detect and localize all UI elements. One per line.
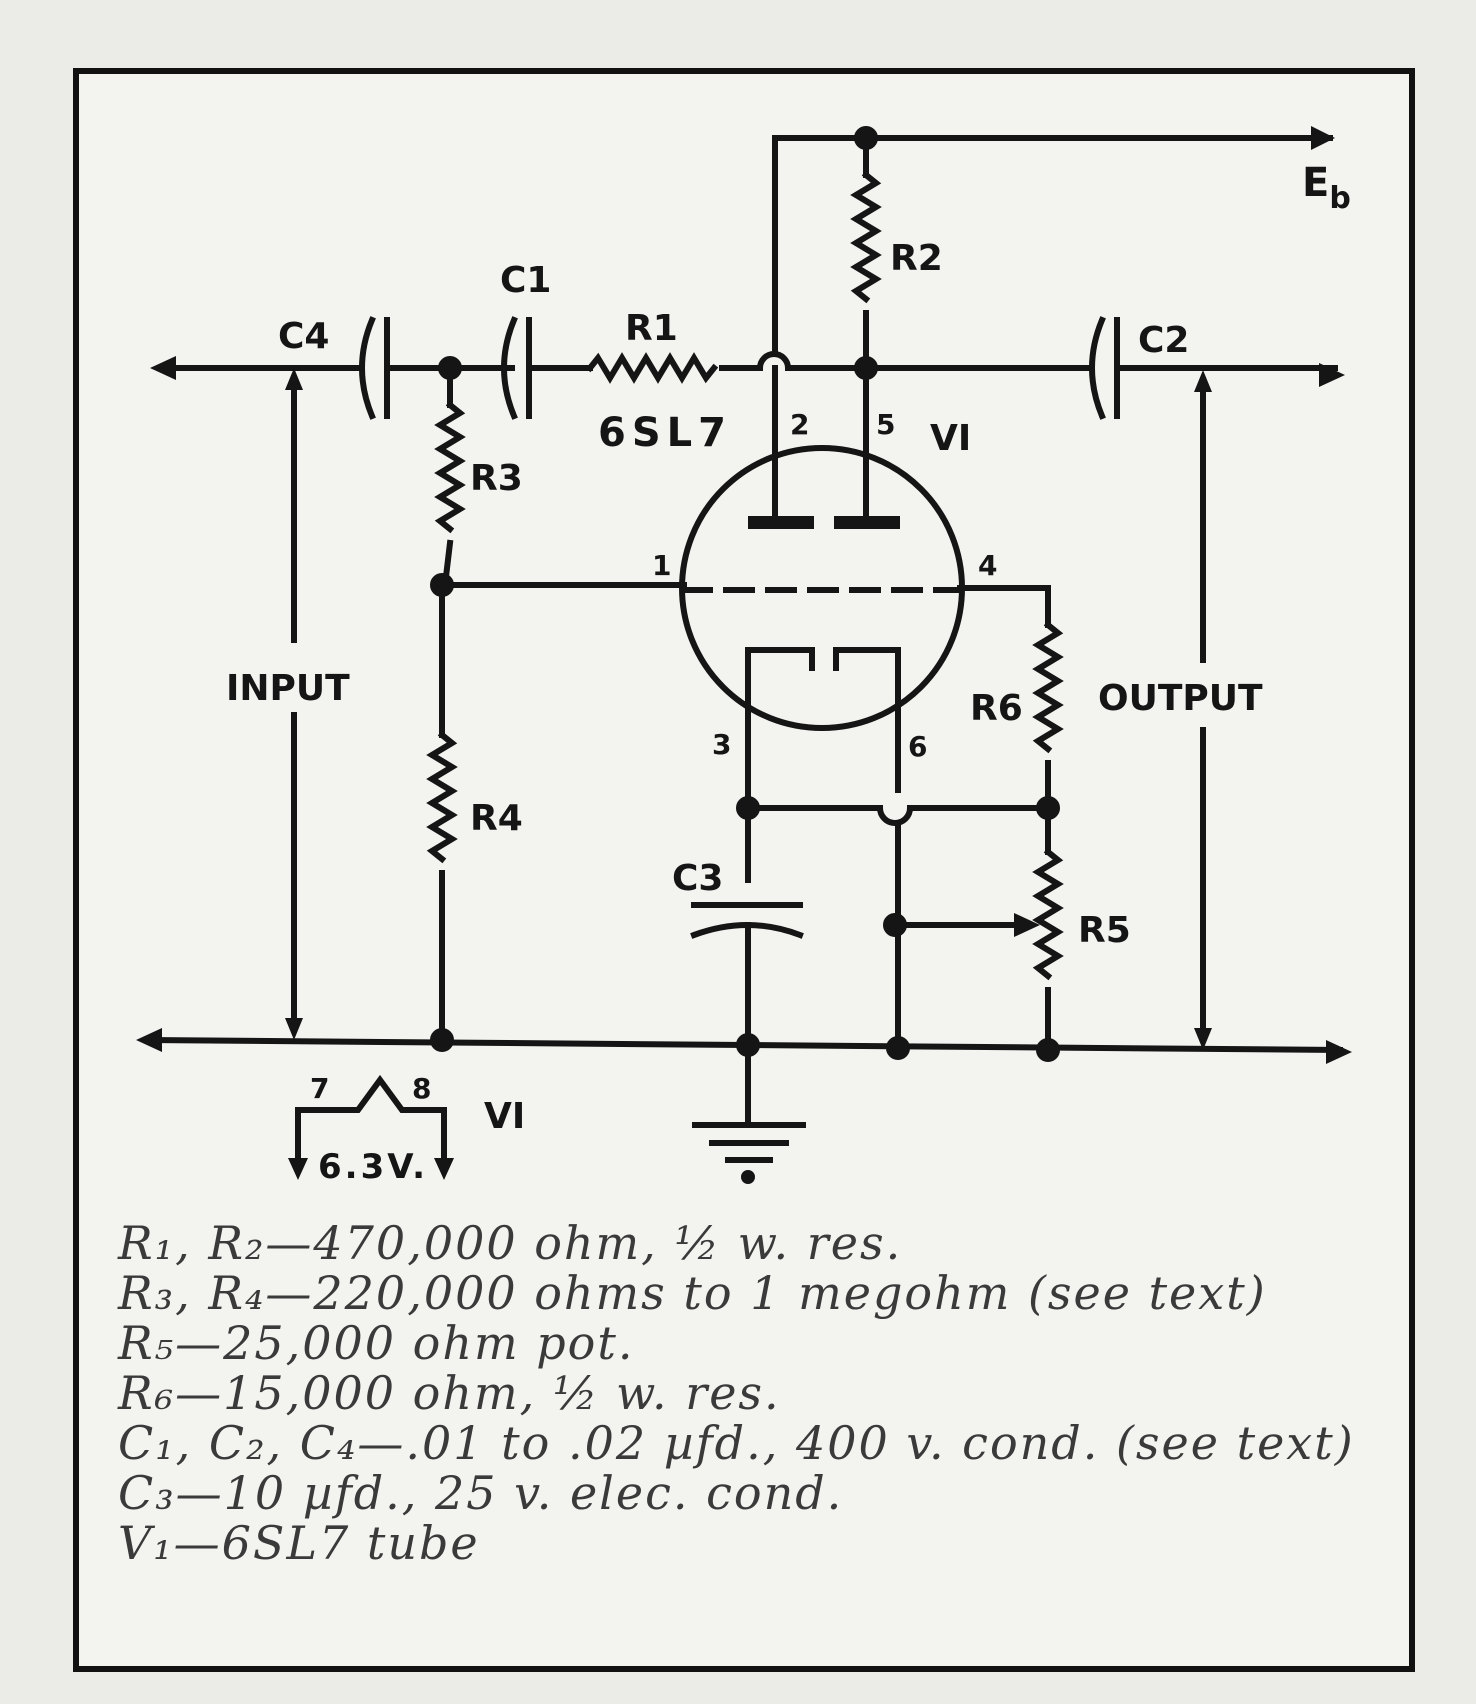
- parts-list-item-r1-r2: R₁, R₂—470,000 ohm, ½ w. res.: [118, 1216, 903, 1270]
- c4-label: C4: [278, 316, 329, 357]
- output-span-arrow-top: [1194, 370, 1212, 392]
- cathode-right: [833, 647, 901, 731]
- eb-arrow: [1311, 126, 1335, 150]
- r3-resistor: [434, 400, 466, 534]
- parts-list-item-c3: C₃—10 µfd., 25 v. elec. cond.: [118, 1466, 844, 1520]
- heater-voltage-label: 6.3V.: [318, 1147, 428, 1187]
- r1-resistor: [585, 352, 719, 384]
- pin2-label: 2: [790, 408, 809, 441]
- ground-arrow-right: [1326, 1040, 1352, 1064]
- pin5-label: 5: [876, 408, 895, 441]
- input-span-arrow-top: [285, 368, 303, 390]
- eb-label: Eb: [1302, 160, 1351, 216]
- input-span-arrow-bottom: [285, 1018, 303, 1040]
- c4-plate-curved: [359, 316, 376, 420]
- heater-arrow-left: [288, 1158, 308, 1180]
- r4-resistor: [426, 730, 458, 864]
- cathode-left: [745, 647, 815, 731]
- output-span-arrow-bottom: [1194, 1028, 1212, 1050]
- plate-left: [748, 516, 814, 529]
- pin6-ground-junction: [886, 1036, 910, 1060]
- v1-label: VI: [930, 418, 971, 459]
- parts-list-item-r5: R₅—25,000 ohm pot.: [118, 1316, 635, 1370]
- pin8-label: 8: [412, 1072, 431, 1105]
- wire-crossover: [756, 351, 792, 372]
- r5-wiper-arrow: [1014, 913, 1040, 937]
- pin6-label: 6: [908, 730, 927, 763]
- c1-plate-curved: [501, 316, 518, 420]
- ground-arrow-left: [136, 1028, 162, 1052]
- pin1-label: 1: [652, 549, 671, 582]
- pin4-label: 4: [978, 549, 997, 582]
- input-arrow-left: [150, 356, 176, 380]
- r4-label: R4: [470, 798, 523, 839]
- c1-label: C1: [500, 260, 551, 301]
- plate-right: [834, 516, 900, 529]
- tube-type-label: 6SL7: [598, 410, 732, 456]
- heater-wire: [295, 1074, 447, 1173]
- r2-label: R2: [890, 238, 943, 279]
- parts-list-item-v1: V₁—6SL7 tube: [118, 1516, 480, 1570]
- r5-ground-junction: [1036, 1038, 1060, 1062]
- eb-wire: [772, 135, 1333, 356]
- parts-list-item-c1-c2-c4: C₁, C₂, C₄—.01 to .02 µfd., 400 v. cond.…: [118, 1416, 1355, 1470]
- r1-label: R1: [625, 308, 678, 349]
- heater-v1-label: VI: [484, 1096, 525, 1137]
- output-label: OUTPUT: [1098, 678, 1263, 719]
- r6-resistor: [1032, 620, 1064, 754]
- grid4-wire: [957, 585, 1051, 628]
- ground-dot: [741, 1170, 755, 1184]
- pin3-label: 3: [712, 728, 731, 761]
- cathode-crossover: [876, 804, 914, 826]
- r3-label: R3: [470, 458, 523, 499]
- parts-list: R₁, R₂—470,000 ohm, ½ w. res. R₃, R₄—220…: [118, 1218, 1398, 1568]
- c2-plate-curved: [1089, 316, 1106, 420]
- heater-arrow-right: [434, 1158, 454, 1180]
- r3-lead-bottom: [441, 539, 454, 589]
- output-arrow: [1319, 363, 1345, 387]
- c2-label: C2: [1138, 320, 1189, 361]
- r2-resistor: [850, 170, 882, 304]
- pin7-label: 7: [310, 1072, 329, 1105]
- c3-label: C3: [672, 858, 723, 899]
- r5-resistor: [1032, 847, 1064, 981]
- r5-label: R5: [1078, 910, 1131, 951]
- input-label: INPUT: [226, 668, 350, 709]
- parts-list-item-r6: R₆—15,000 ohm, ½ w. res.: [118, 1366, 781, 1420]
- r6-label: R6: [970, 688, 1023, 729]
- parts-list-item-r3-r4: R₃, R₄—220,000 ohms to 1 megohm (see tex…: [118, 1266, 1267, 1320]
